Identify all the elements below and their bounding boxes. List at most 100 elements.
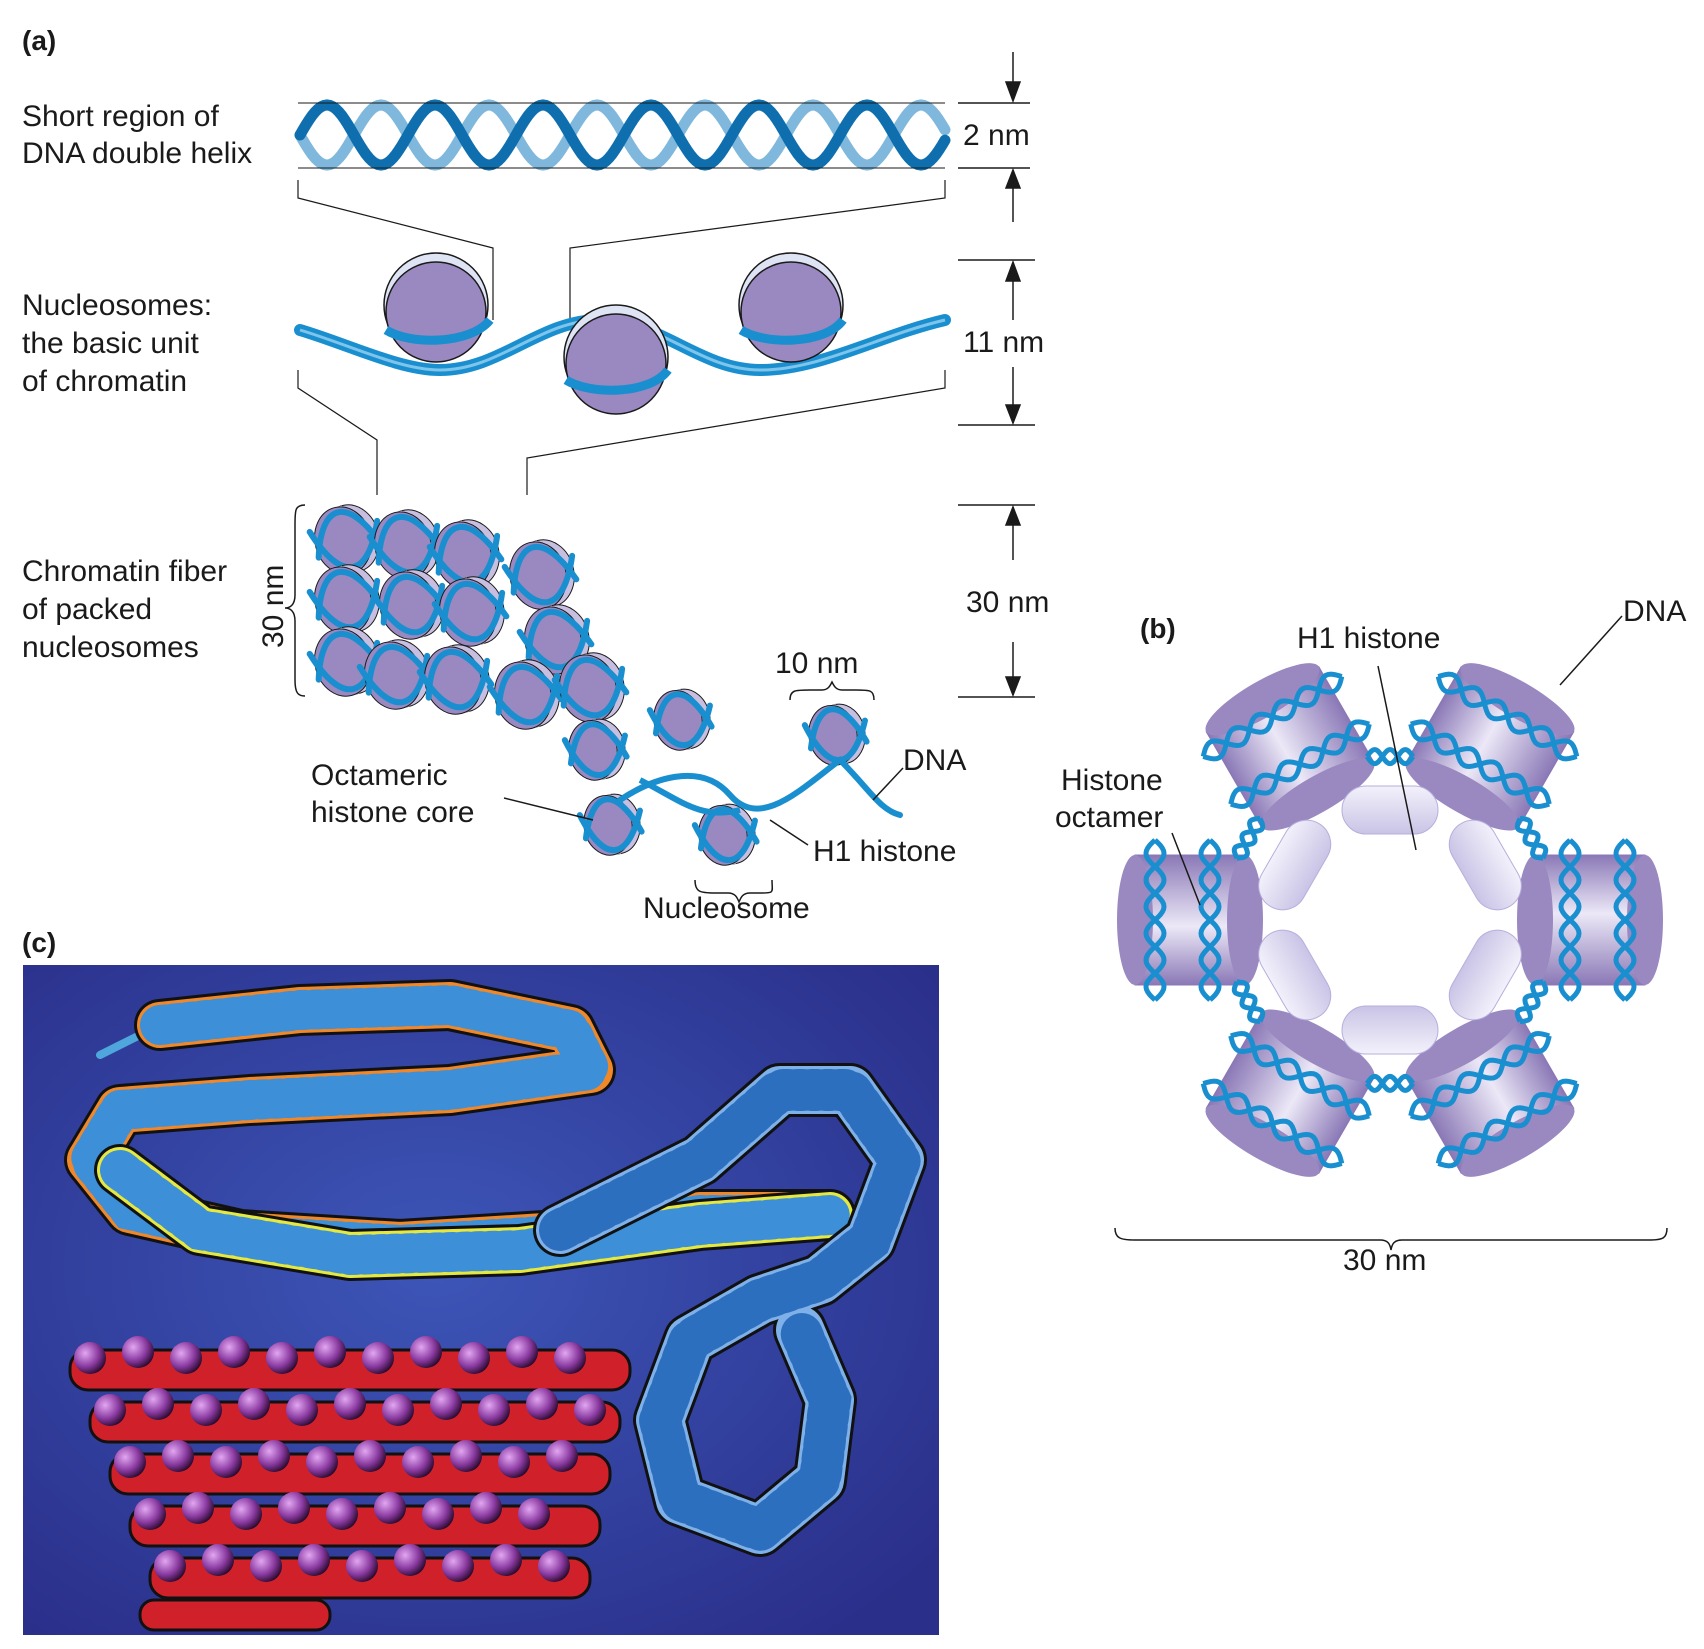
purple-nucleosome-bead xyxy=(182,1492,214,1524)
octameric-label: Octameric histone core xyxy=(311,759,474,829)
purple-nucleosome-bead xyxy=(298,1544,330,1576)
purple-nucleosome-bead xyxy=(382,1394,414,1426)
purple-nucleosome-bead xyxy=(238,1388,270,1420)
purple-nucleosome-bead xyxy=(314,1336,346,1368)
dimension-30nm xyxy=(958,504,1035,698)
purple-nucleosome-bead xyxy=(554,1342,586,1374)
chromatin-fiber-label: Chromatin fiber of packed nucleosomes xyxy=(22,555,235,664)
linker-dna xyxy=(1231,980,1261,1025)
h1-histone-segment xyxy=(1341,1005,1439,1055)
h1-leader-b xyxy=(1377,665,1417,851)
linker-dna xyxy=(1519,980,1549,1025)
purple-nucleosome-bead xyxy=(394,1544,426,1576)
purple-nucleosome-bead xyxy=(538,1550,570,1582)
purple-nucleosome-bead xyxy=(142,1388,174,1420)
purple-nucleosome-bead xyxy=(498,1446,530,1478)
panel-b-label: (b) xyxy=(1140,613,1176,644)
fiber-nucleosome xyxy=(371,569,450,640)
purple-nucleosome-bead xyxy=(114,1446,146,1478)
h1-label-a: H1 histone xyxy=(813,835,956,868)
purple-nucleosome-bead xyxy=(362,1342,394,1374)
fiber-nucleosome xyxy=(486,659,565,730)
linker-dna xyxy=(1364,1073,1416,1093)
fiber-side-bracket xyxy=(284,504,306,697)
nucleosomes-string xyxy=(294,252,951,415)
nucleosome-bead xyxy=(563,304,669,415)
purple-nucleosome-bead xyxy=(134,1498,166,1530)
ring-nucleosome xyxy=(1117,838,1263,1002)
nucleosome-bead xyxy=(383,252,489,363)
ring-nucleosome xyxy=(1200,663,1375,831)
purple-nucleosome-bead xyxy=(74,1342,106,1374)
dna-label-b: DNA xyxy=(1623,595,1686,628)
purple-nucleosome-bead xyxy=(422,1498,454,1530)
dimension-30nm-label: 30 nm xyxy=(966,586,1049,619)
purple-nucleosome-bead xyxy=(346,1550,378,1582)
octamer-leader xyxy=(1171,832,1201,906)
dimension-11nm-label: 11 nm xyxy=(963,326,1044,359)
nucleosome-bead xyxy=(738,252,844,363)
purple-nucleosome-bead xyxy=(470,1492,502,1524)
fiber-nucleosome xyxy=(431,576,510,647)
purple-nucleosome-bead xyxy=(546,1440,578,1472)
purple-nucleosome-bead xyxy=(354,1440,386,1472)
panel-a-label: (a) xyxy=(22,25,56,56)
purple-nucleosome-bead xyxy=(458,1342,490,1374)
panel-c-3d-chromatin xyxy=(23,965,939,1635)
ten-nm-label: 10 nm xyxy=(775,647,858,680)
h1-histone-segment xyxy=(1258,929,1332,1021)
purple-nucleosome-bead xyxy=(334,1388,366,1420)
ring-nucleosome xyxy=(1405,1009,1580,1177)
purple-nucleosome-bead xyxy=(286,1394,318,1426)
fiber-nucleosome xyxy=(576,793,645,856)
histone-octamer-label: Histone octamer xyxy=(1055,764,1171,834)
solenoid-cross-section xyxy=(1117,663,1663,1177)
dimension-11nm xyxy=(958,259,1035,426)
dna-leader-a xyxy=(872,767,904,801)
fiber-nucleosome xyxy=(646,688,715,751)
purple-nucleosome-bead xyxy=(402,1446,434,1478)
blue-fiber-loop xyxy=(539,1069,924,1554)
connector-lines-1 xyxy=(297,180,946,495)
purple-nucleosome-bead xyxy=(154,1550,186,1582)
width-bracket-b xyxy=(1114,1227,1668,1251)
purple-nucleosome-bead xyxy=(210,1446,242,1478)
purple-nucleosome-bead xyxy=(374,1492,406,1524)
ten-nm-bracket xyxy=(789,680,875,701)
panel-a: Short region of DNA double helix Nucleos… xyxy=(22,52,1049,925)
linker-dna xyxy=(1236,817,1266,861)
purple-nucleosome-bead xyxy=(410,1336,442,1368)
fiber-nucleosome xyxy=(551,652,630,723)
octameric-leader xyxy=(503,797,594,821)
nucleosome-bracket xyxy=(694,879,774,905)
purple-nucleosome-bead xyxy=(574,1394,606,1426)
purple-nucleosome-bead xyxy=(306,1446,338,1478)
purple-nucleosome-bead xyxy=(94,1394,126,1426)
h1-histone-segment xyxy=(1341,785,1439,835)
purple-nucleosome-bead xyxy=(450,1440,482,1472)
purple-nucleosome-bead xyxy=(266,1342,298,1374)
fiber-side-30nm-label: 30 nm xyxy=(257,565,290,648)
linker-dna xyxy=(1514,817,1544,861)
linker-dna xyxy=(1364,747,1416,767)
purple-nucleosome-bead xyxy=(518,1498,550,1530)
panel-b: H1 histone DNA Histone octamer 30 nm xyxy=(1055,595,1686,1277)
ring-nucleosome xyxy=(1200,1009,1375,1177)
linker-dna xyxy=(1364,747,1416,767)
linker-dna xyxy=(1514,979,1544,1023)
ring-nucleosome xyxy=(1517,838,1663,1002)
fiber-nucleosome xyxy=(501,539,580,610)
linker-dna xyxy=(1231,815,1261,860)
dna-leader-b xyxy=(1559,615,1623,686)
linker-dna xyxy=(617,756,903,818)
purple-nucleosome-bead xyxy=(442,1550,474,1582)
h1-leader-a xyxy=(769,819,809,846)
h1-label-b: H1 histone xyxy=(1297,622,1440,655)
purple-nucleosome-bead xyxy=(230,1498,262,1530)
purple-nucleosome-bead xyxy=(258,1440,290,1472)
linker-dna xyxy=(1519,815,1549,860)
purple-nucleosome-bead xyxy=(250,1550,282,1582)
h1-histone-segment xyxy=(1258,819,1332,911)
purple-nucleosome-bead xyxy=(506,1336,538,1368)
